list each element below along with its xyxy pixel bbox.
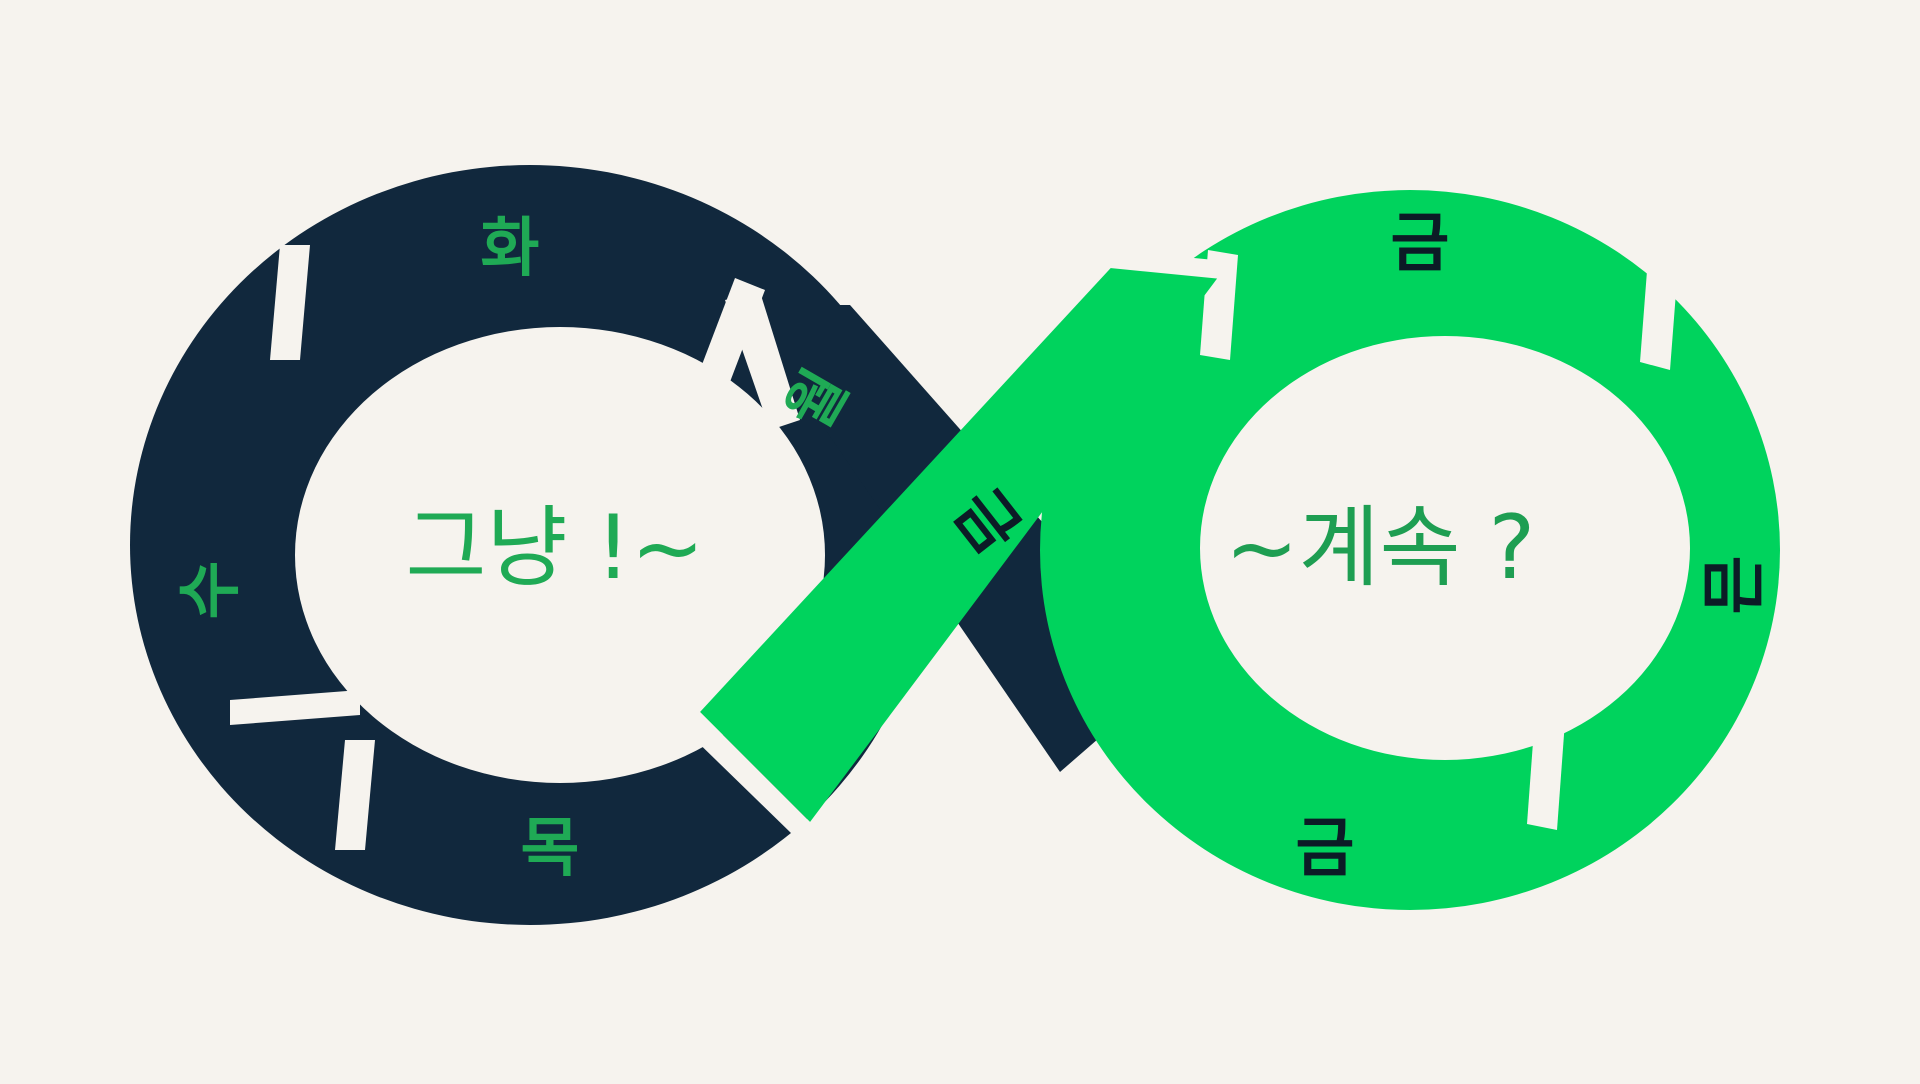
left-segment-label-left: 수 <box>174 561 248 620</box>
right-center-text: ~계속 ? <box>1225 496 1535 599</box>
right-ring <box>1040 190 1780 910</box>
right-segment-label-right: 금 <box>1694 556 1768 615</box>
left-segment-label-bottom: 목 <box>521 812 580 886</box>
right-segment-label-top: 금 <box>1391 207 1450 281</box>
green-crossing-band <box>680 250 1235 834</box>
left-center-text: 그냥 !~ <box>406 496 705 599</box>
left-segment-label-top: 화 <box>481 212 540 286</box>
right-loop <box>1040 190 1780 910</box>
right-segment-label-bottom: 금 <box>1296 812 1355 886</box>
